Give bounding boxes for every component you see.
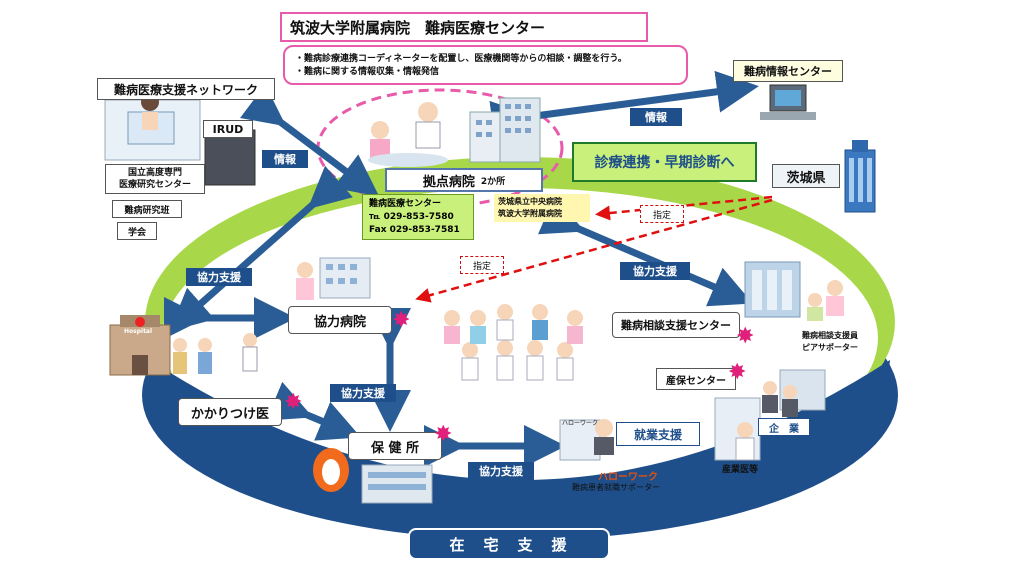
research-team-label: 難病研究班 <box>112 200 182 218</box>
coop-support-label-left: 協力支援 <box>186 268 252 286</box>
health-center-label: 保 健 所 <box>348 432 442 460</box>
hub-tel: ℡ 029-853-7580 <box>369 212 454 222</box>
hub-hospitals-box: 茨城県立中央病院 筑波大学附属病院 <box>494 194 590 222</box>
early-diagnosis-box: 診療連携・早期診断へ <box>572 142 757 182</box>
star-icon: ✸ <box>728 360 747 385</box>
peer-supporter-label: 難病相談支援員 ピアサポーター <box>802 331 858 352</box>
job-supporter-label: 難病患者就職サポーター <box>572 483 660 492</box>
description-line-2: ・難病に関する情報収集・情報発信 <box>295 67 440 77</box>
prefecture-label: 茨城県 <box>772 164 840 188</box>
description-box: ・難病診療連携コーディネーターを配置し、医療機関等からの相談・調整を行う。 ・難… <box>283 45 688 85</box>
star-icon: ✸ <box>736 324 755 349</box>
staff-group-illustration <box>444 304 583 381</box>
network-title: 難病医療支援ネットワーク <box>97 78 275 100</box>
hub-contact-box: 難病医療センター ℡ 029-853-7580 Fax 029-853-7581 <box>362 194 474 240</box>
society-label: 学会 <box>117 222 157 240</box>
family-doctor-label: かかりつけ医 <box>178 398 282 426</box>
clinic-illustration <box>109 315 258 376</box>
hub-center-name: 難病医療センター <box>369 199 442 209</box>
info-label-right: 情報 <box>630 108 682 126</box>
designation-tag-right: 指定 <box>640 205 684 223</box>
ncc-label: 国立高度専門 医療研究センター <box>105 164 205 194</box>
star-icon: ✸ <box>434 422 453 447</box>
coop-support-label-middle: 協力支援 <box>330 384 396 402</box>
hellowork-label: ハローワーク <box>598 472 658 483</box>
designation-tag-left: 指定 <box>460 256 504 274</box>
info-center-label: 難病情報センター <box>733 60 843 82</box>
page-title: 筑波大学附属病院 難病医療センター <box>280 12 648 42</box>
occupational-center-label: 産保センター <box>656 368 736 390</box>
cooperating-hospital-label: 協力病院 <box>288 306 392 334</box>
prefecture-illustration <box>844 140 876 213</box>
employment-support-label: 就業支援 <box>616 422 700 446</box>
hub-count: 2か所 <box>480 176 506 187</box>
consult-center-illustration <box>744 261 844 321</box>
consultation-center-label: 難病相談支援センター <box>612 312 740 338</box>
hellowork-illustration <box>559 419 614 461</box>
home-support-label: 在 宅 支 援 <box>408 528 610 560</box>
arrow-pref-hub <box>595 195 773 221</box>
hellowork-sign: ハローワーク <box>562 420 599 427</box>
irud-label: IRUD <box>203 120 253 138</box>
star-icon: ✸ <box>284 390 303 415</box>
company-illustration <box>714 369 826 461</box>
hub-hospital-1: 茨城県立中央病院 <box>498 197 562 206</box>
hub-hospital-label: 拠点病院 2か所 <box>385 168 543 192</box>
description-line-1: ・難病診療連携コーディネーターを配置し、医療機関等からの相談・調整を行う。 <box>295 54 627 64</box>
star-icon: ✸ <box>392 308 411 333</box>
arrow-doctor-hc <box>266 381 361 441</box>
info-label-left: 情報 <box>262 150 308 168</box>
irud-illustration <box>104 93 256 186</box>
occupational-doctor-label: 産業医等 <box>722 465 759 475</box>
coop-support-label-bottom: 協力支援 <box>468 462 534 480</box>
company-label: 企 業 <box>758 418 810 436</box>
hub-hospital-2: 筑波大学附属病院 <box>498 209 562 218</box>
hub-hospital-illustration <box>368 97 541 167</box>
hub-label: 拠点病院 <box>422 174 475 190</box>
health-center-illustration <box>313 448 433 504</box>
info-center-illustration <box>760 84 816 120</box>
hub-fax: Fax 029-853-7581 <box>369 225 460 235</box>
hospital-sign: Hospital <box>124 328 153 335</box>
arrow-hub-infocenter <box>489 70 759 143</box>
arrow-pref-coophosp <box>415 198 773 303</box>
coop-hospital-illustration <box>296 257 371 300</box>
coop-support-label-right: 協力支援 <box>620 262 690 280</box>
